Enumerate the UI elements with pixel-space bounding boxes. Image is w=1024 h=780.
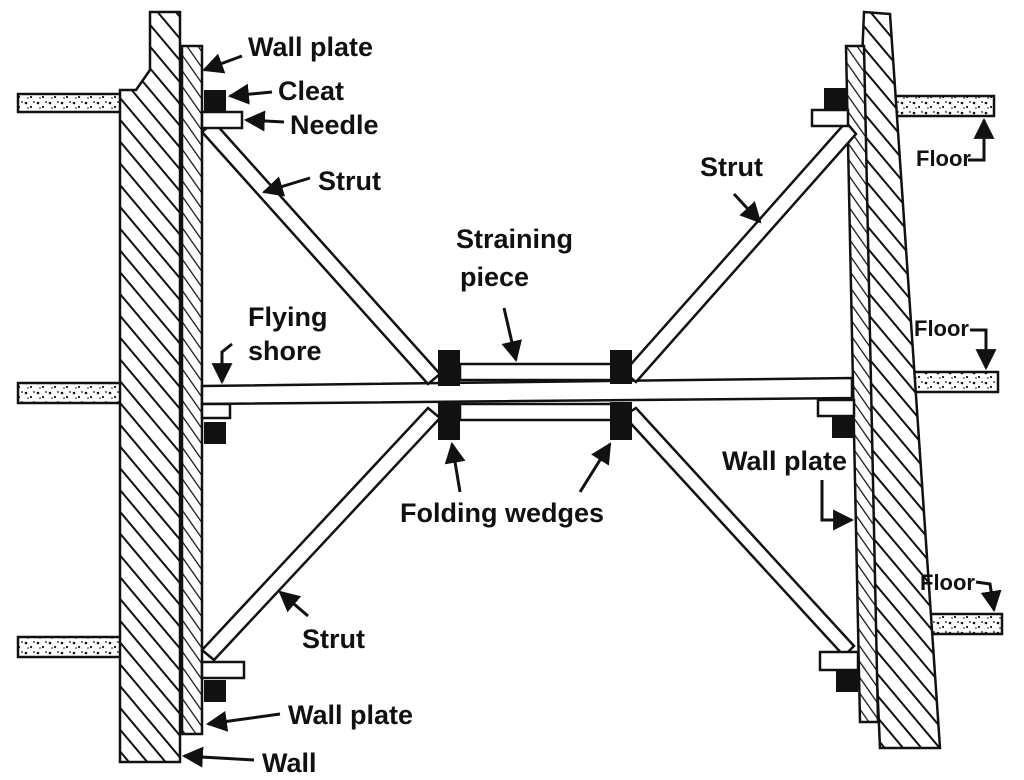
label-needle: Needle xyxy=(290,110,379,140)
wall-plate-left xyxy=(180,44,204,736)
arrow-strut-top-left xyxy=(261,176,311,197)
straining-piece-lower xyxy=(458,402,614,422)
arrow-wall-plate-bottom xyxy=(205,710,281,732)
folding-wedge-right-lower xyxy=(610,402,632,440)
strut-upper-right xyxy=(622,120,858,384)
floor-slab-right-middle xyxy=(904,370,1000,394)
needle-right-top xyxy=(810,108,850,128)
needle-right-bottom xyxy=(818,650,860,672)
label-wall-plate-top: Wall plate xyxy=(248,32,373,62)
cleat-left-middle xyxy=(204,422,226,444)
needle-right-middle xyxy=(816,398,856,418)
label-wall-plate-bottom: Wall plate xyxy=(288,700,413,730)
flying-shore-beam xyxy=(200,376,854,406)
arrow-wall-plate-top xyxy=(202,53,243,74)
arrow-floor-top xyxy=(968,117,995,162)
label-floor-bottom: Floor xyxy=(920,570,975,595)
label-flying-shore-line2: shore xyxy=(248,336,322,366)
arrow-strut-top-right xyxy=(732,192,762,224)
label-strut-top-left: Strut xyxy=(318,166,381,196)
wall-plate-right xyxy=(844,44,880,724)
floor-slab-right-top xyxy=(886,94,996,118)
floor-slab-left-bottom xyxy=(16,635,138,659)
wall-left xyxy=(118,10,182,764)
arrow-floor-middle xyxy=(970,328,997,371)
label-flying-shore-line1: Flying xyxy=(248,302,328,332)
straining-piece-upper xyxy=(458,362,614,382)
label-wall: Wall xyxy=(262,748,317,778)
folding-wedge-right-upper xyxy=(610,350,632,384)
label-strut-top-right: Strut xyxy=(700,152,763,182)
arrow-straining-piece xyxy=(501,307,522,363)
folding-wedge-left-lower xyxy=(438,402,460,440)
arrow-cleat xyxy=(227,83,273,105)
arrow-needle xyxy=(243,110,285,132)
arrow-floor-bottom xyxy=(975,580,1002,613)
arrow-strut-bottom-left xyxy=(278,590,309,618)
needle-left-top xyxy=(200,110,244,130)
cleat-right-middle xyxy=(832,416,854,438)
arrow-folding-wedge-right xyxy=(578,442,612,493)
cleat-right-top xyxy=(824,88,846,110)
label-floor-top: Floor xyxy=(916,146,971,171)
arrow-wall xyxy=(181,746,255,768)
cleat-left-bottom xyxy=(204,680,226,702)
needle-left-bottom xyxy=(200,660,246,680)
label-straining-line2: piece xyxy=(460,262,529,292)
needle-left-middle xyxy=(200,402,232,420)
label-straining-line1: Straining xyxy=(456,224,573,254)
label-folding-wedges: Folding wedges xyxy=(400,498,604,528)
arrow-wall-plate-right xyxy=(820,480,855,531)
arrow-folding-wedge-left xyxy=(444,441,466,493)
label-strut-bottom-left: Strut xyxy=(302,624,365,654)
floor-slab-left-middle xyxy=(16,381,138,405)
cleat-left-top xyxy=(204,90,226,112)
arrow-flying-shore xyxy=(211,342,233,385)
label-cleat: Cleat xyxy=(278,76,344,106)
strut-lower-left xyxy=(200,406,442,662)
cleat-right-bottom xyxy=(836,670,858,692)
label-floor-middle: Floor xyxy=(914,316,969,341)
folding-wedge-left-upper xyxy=(438,350,460,386)
label-wall-plate-right: Wall plate xyxy=(722,446,847,476)
